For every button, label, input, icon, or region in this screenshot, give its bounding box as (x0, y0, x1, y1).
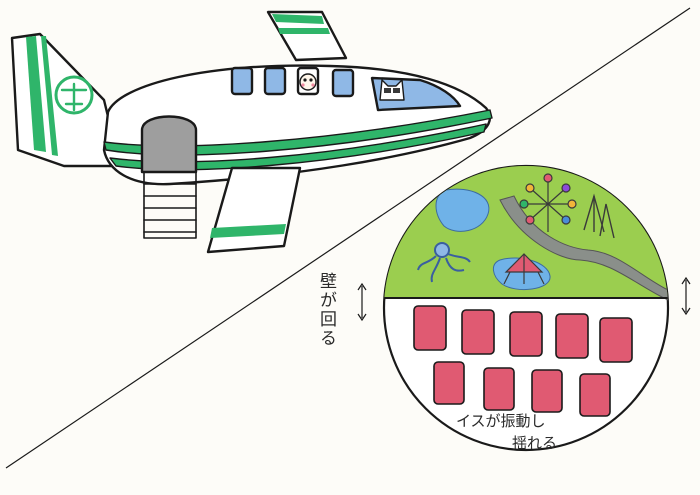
passenger-face-icon (299, 73, 317, 91)
seat (531, 369, 563, 413)
park-road (499, 195, 668, 301)
seat (413, 305, 447, 351)
top-wing-stripe (272, 14, 324, 24)
tail-stripe-1 (26, 36, 46, 152)
cat-pilot-icon (379, 79, 405, 101)
passenger-window-4 (331, 68, 355, 98)
seats (413, 305, 633, 417)
seat (433, 361, 465, 405)
tail-stripe-2 (41, 36, 58, 156)
seats-vibrate-label-line1: イスが振動し (456, 412, 546, 430)
seat (579, 373, 611, 417)
octopus-ride-icon (417, 242, 471, 283)
seat (461, 309, 495, 355)
seat (509, 311, 543, 357)
park-pond (435, 188, 490, 232)
circle-emblem-icon (54, 75, 94, 115)
airplane-stairs (143, 171, 197, 239)
passenger-window-2 (263, 66, 287, 96)
double-arrow-vertical-icon (681, 276, 691, 316)
airplane (10, 10, 493, 254)
lower-wing-stripe (210, 224, 286, 238)
airplane-door (140, 115, 198, 174)
seats-vibrate-label-line2: 揺れる (512, 434, 558, 452)
seat (555, 313, 589, 359)
tower-icon (583, 193, 615, 239)
swing-ride-icon (503, 253, 545, 285)
seat (483, 367, 515, 411)
wall-rotates-label: 壁が回る (316, 272, 336, 348)
simulator-room (382, 164, 670, 452)
diagonal-divider (5, 7, 691, 469)
ferris-wheel-icon (519, 173, 577, 232)
seat (599, 317, 633, 363)
passenger-window-1 (230, 66, 254, 96)
double-arrow-vertical-icon (357, 282, 367, 322)
top-wing-stripe-2 (278, 28, 330, 34)
airplane-top-wing (266, 10, 348, 62)
